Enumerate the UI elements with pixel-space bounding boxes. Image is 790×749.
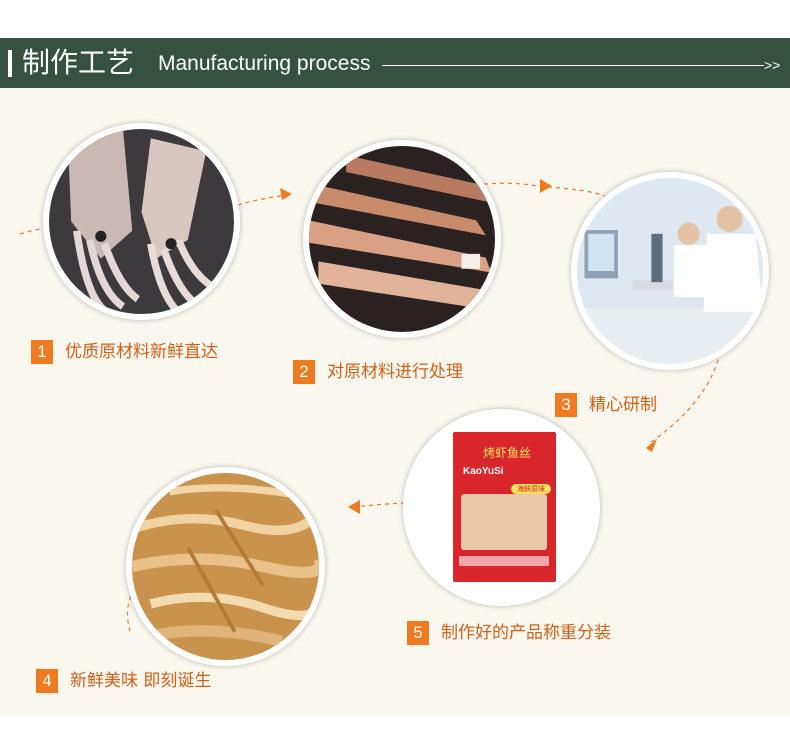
package-logo: KaoYuSi [463, 466, 504, 477]
section-title-en: Manufacturing process [158, 52, 371, 75]
step-3-image [571, 172, 769, 370]
laboratory-illustration [577, 178, 763, 364]
step-5-label: 制作好的产品称重分装 [441, 623, 611, 643]
step-2-image [303, 140, 501, 338]
package-badge: 海鲜原味 [511, 484, 551, 494]
step-1-image [43, 123, 240, 320]
step-1-label: 优质原材料新鲜直达 [65, 342, 218, 362]
header-accent-bar [8, 50, 12, 77]
step-5-number: 5 [407, 621, 429, 645]
step-4: 4 新鲜美味 即刻诞生 [36, 669, 236, 695]
step-2-label: 对原材料进行处理 [327, 362, 463, 382]
step-4-label: 新鲜美味 即刻诞生 [70, 671, 212, 691]
step-4-image [126, 467, 325, 666]
step-1-number: 1 [31, 340, 53, 364]
processed-squid-illustration [309, 146, 495, 332]
section-header: 制作工艺 Manufacturing process >> [0, 38, 790, 88]
step-5: 5 制作好的产品称重分装 [407, 621, 637, 647]
step-4-number: 4 [36, 669, 58, 693]
product-package: 烤虾鱼丝 KaoYuSi 海鲜原味 [453, 432, 556, 582]
header-divider-line [382, 65, 764, 66]
step-2: 2 对原材料进行处理 [293, 360, 493, 386]
section-title-cn: 制作工艺 [22, 46, 135, 79]
package-footer [459, 556, 549, 566]
step-1: 1 优质原材料新鲜直达 [31, 340, 261, 366]
step-3: 3 精心研制 [555, 393, 675, 419]
package-brand: 烤虾鱼丝 [483, 446, 532, 460]
step-5-image: 烤虾鱼丝 KaoYuSi 海鲜原味 [403, 409, 600, 606]
step-2-number: 2 [293, 360, 315, 384]
package-window [461, 494, 547, 550]
header-arrows: >> [764, 57, 781, 73]
step-3-number: 3 [555, 393, 577, 417]
shredded-squid-illustration [132, 473, 319, 660]
step-3-label: 精心研制 [589, 395, 657, 415]
raw-squid-illustration [49, 129, 234, 314]
